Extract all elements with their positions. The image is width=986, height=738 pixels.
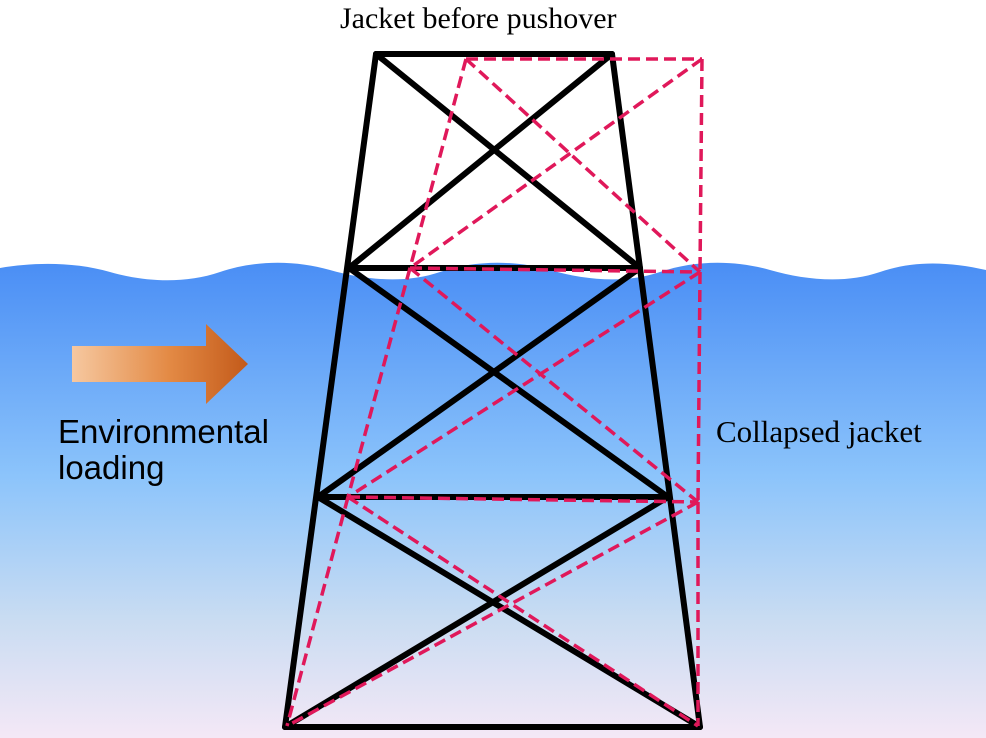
intact-brace-3a <box>315 494 703 730</box>
intact-right-leg <box>609 51 703 730</box>
collapsed-level2-horizontal <box>347 495 699 504</box>
intact-brace-1b <box>346 51 615 271</box>
intact-brace-2a <box>346 265 671 500</box>
collapsed-right-top-post <box>698 58 704 273</box>
collapsed-level1-horizontal <box>409 266 701 274</box>
collapsed-brace-1a <box>464 57 702 274</box>
jacket-before-pushover-label: Jacket before pushover <box>340 2 617 35</box>
collapsed-brace-2b <box>347 270 701 499</box>
collapsed-right-mid-post <box>696 271 702 503</box>
intact-jacket-frame <box>282 51 703 730</box>
right-arrow-icon <box>72 324 248 404</box>
environmental-loading-label: Environmental loading <box>58 413 269 486</box>
intact-brace-1a <box>373 51 643 271</box>
collapsed-brace-3a <box>347 495 699 728</box>
collapsed-brace-1b <box>408 57 704 270</box>
intact-left-leg <box>282 51 379 730</box>
collapsed-jacket-frame <box>285 57 704 728</box>
collapsed-brace-3b <box>286 500 699 728</box>
intact-brace-3b <box>282 494 671 730</box>
collapsed-left-mid-post <box>346 267 412 498</box>
collapsed-jacket-label: Collapsed jacket <box>716 414 922 449</box>
collapsed-left-top-post <box>408 58 468 269</box>
intact-brace-2b <box>315 265 643 500</box>
collapsed-brace-2a <box>408 266 700 504</box>
collapsed-left-lower-leg <box>285 496 350 727</box>
